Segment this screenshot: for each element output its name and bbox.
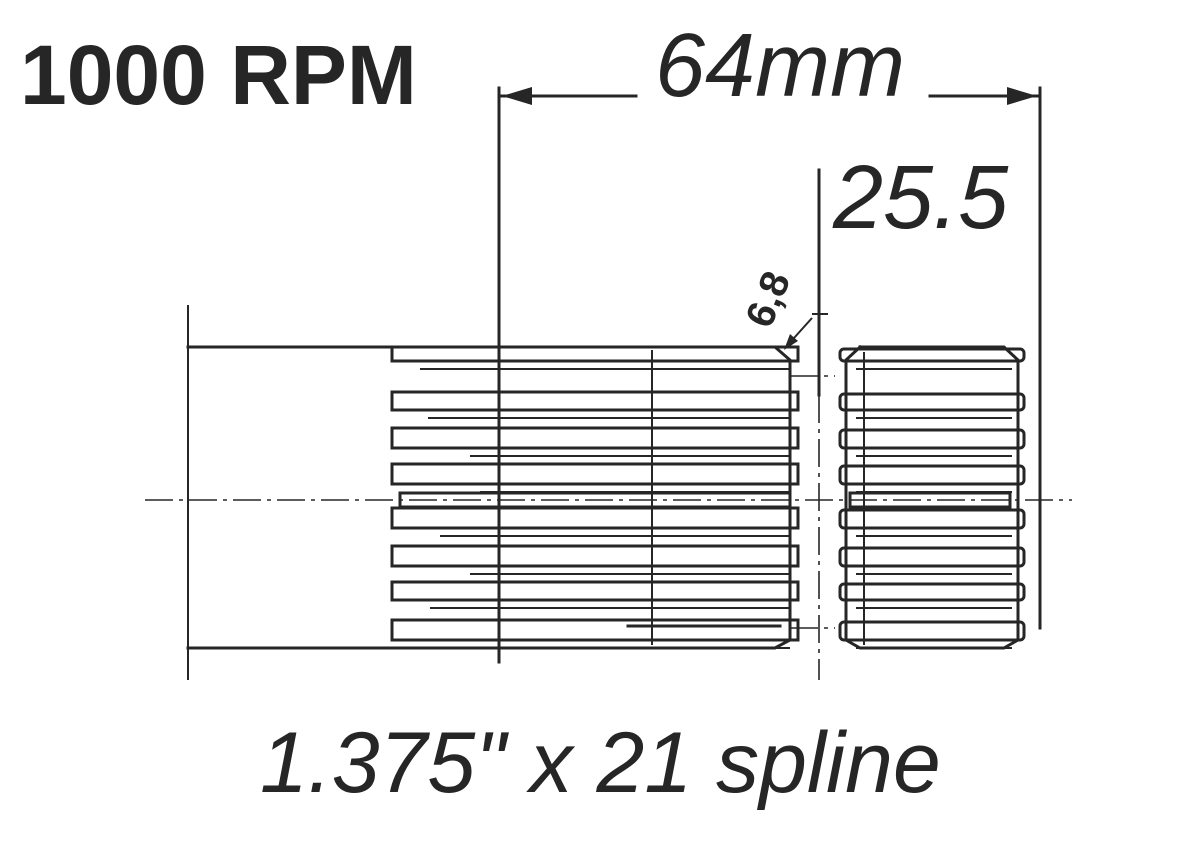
spline-teeth-long-section [390,345,835,650]
center-tooth [848,491,1012,509]
spline-tooth [838,392,1026,412]
dimension-overall: 64mm [497,16,1042,664]
spline-tooth [390,544,800,568]
spline-tooth [390,345,800,363]
spline-tooth [390,390,800,412]
spline-outline [844,344,1020,650]
spline-tooth [390,506,800,530]
shaft-body [145,305,1072,680]
spline-tooth [838,620,1026,642]
arrowhead-left [502,87,532,105]
spline-tooth [390,618,800,642]
spline-tooth [838,347,1026,363]
arrowhead-right [1007,87,1037,105]
center-tooth [398,491,792,509]
spline-caption: 1.375" x 21 spline [260,715,941,811]
spline-tooth [838,508,1026,530]
spline-tooth [838,464,1026,486]
spline-tooth [390,580,800,602]
spline-tooth [838,546,1026,568]
spline-tooth [838,582,1026,602]
spline-tooth [390,462,800,486]
rpm-title: 1000 RPM [20,28,417,122]
dimension-chamfer-label: 6,8 [738,265,800,333]
dimension-end-label: 25.5 [832,148,1009,248]
spline-teeth-end-section [838,344,1026,650]
dimension-end-length: 25.5 [817,148,1009,680]
spline-tooth [838,428,1026,450]
dimension-overall-label: 64mm [655,16,905,116]
dimension-chamfer: 6,8 [738,265,828,350]
spline-tooth [390,426,800,450]
